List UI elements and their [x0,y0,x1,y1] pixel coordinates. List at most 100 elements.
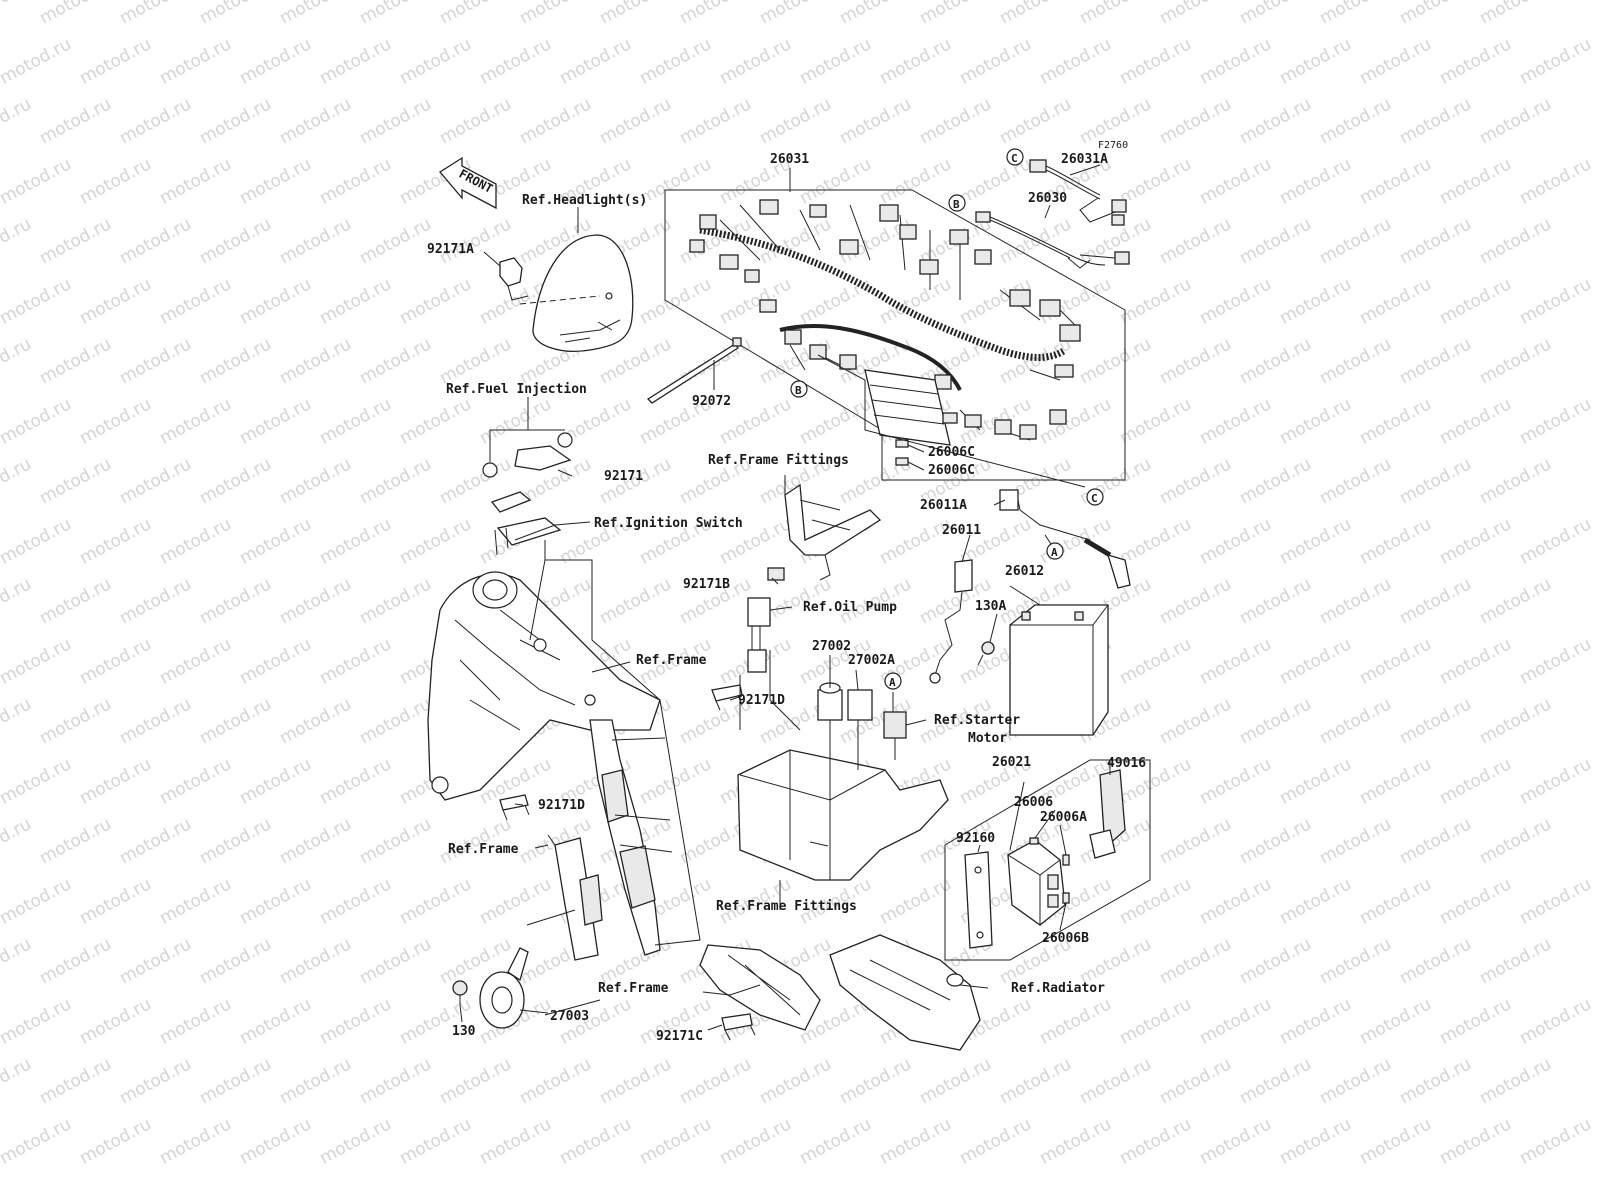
watermark-text: motod.ru [1196,154,1274,208]
watermark-text: motod.ru [516,0,594,28]
label-ref-frame-left: Ref.Frame [448,842,519,857]
watermark-text: motod.ru [1356,154,1434,208]
watermark-text: motod.ru [756,1054,834,1108]
watermark-text: motod.ru [0,754,75,808]
frame-left-lower [547,834,603,961]
watermark-text: motod.ru [0,334,35,388]
watermark-text: motod.ru [156,634,234,688]
callout-a-top: A [1046,542,1064,560]
watermark-text: motod.ru [276,934,354,988]
watermark-text: motod.ru [76,394,154,448]
watermark-text: motod.ru [1196,394,1274,448]
watermark-text: motod.ru [76,874,154,928]
watermark-text: motod.ru [356,814,434,868]
watermark-text: motod.ru [116,814,194,868]
watermark-text: motod.ru [1516,634,1594,688]
watermark-text: motod.ru [916,94,994,148]
watermark-text: motod.ru [1036,514,1114,568]
watermark-text: motod.ru [396,994,474,1048]
watermark-text: motod.ru [0,1054,35,1108]
watermark-text: motod.ru [196,574,274,628]
watermark-text: motod.ru [916,0,994,28]
watermark-text: motod.ru [1116,514,1194,568]
watermark-text: motod.ru [1396,574,1474,628]
watermark-text: motod.ru [356,94,434,148]
watermark-text: motod.ru [236,634,314,688]
watermark-text: motod.ru [356,334,434,388]
watermark-text: motod.ru [0,394,75,448]
watermark-text: motod.ru [596,0,674,28]
watermark-text: motod.ru [356,0,434,28]
label-92171C: 92171C [656,1029,703,1044]
watermark-text: motod.ru [1236,814,1314,868]
watermark-text: motod.ru [1036,394,1114,448]
watermark-text: motod.ru [116,214,194,268]
watermark-text: motod.ru [1516,874,1594,928]
watermark-text: motod.ru [1436,874,1514,928]
watermark-text: motod.ru [1156,334,1234,388]
watermark-text: motod.ru [196,94,274,148]
watermark-text: motod.ru [156,394,234,448]
watermark-text: motod.ru [1196,754,1274,808]
watermark-text: motod.ru [796,274,874,328]
relay-27002 [817,682,843,721]
watermark-text: motod.ru [356,694,434,748]
watermark-text: motod.ru [0,0,35,28]
watermark-text: motod.ru [0,154,75,208]
watermark-text: motod.ru [1236,94,1314,148]
leader-lines [459,164,1111,1031]
watermark-text: motod.ru [0,814,35,868]
watermark-text: motod.ru [836,94,914,148]
frame-upper [427,571,661,801]
relay-oil-pump [747,597,771,673]
watermark-text: motod.ru [316,274,394,328]
label-26006: 26006 [1014,795,1053,810]
watermark-text: motod.ru [0,694,35,748]
watermark-text: motod.ru [1036,994,1114,1048]
watermark-text: motod.ru [0,934,35,988]
watermark-text: motod.ru [316,154,394,208]
ecu-group-box [944,759,1151,961]
watermark-text: motod.ru [1396,334,1474,388]
watermark-text: motod.ru [1236,934,1314,988]
watermark-text: motod.ru [1516,274,1594,328]
watermark-text: motod.ru [1196,874,1274,928]
svg-text:B: B [953,198,960,211]
watermark-text: motod.ru [1436,274,1514,328]
figure-code: F2760 [1098,140,1128,151]
watermark-text: motod.ru [236,754,314,808]
watermark-text: motod.ru [276,454,354,508]
watermark-text: motod.ru [356,1054,434,1108]
watermark-text: motod.ru [396,1114,474,1168]
watermark-text: motod.ru [1396,1054,1474,1108]
watermark-text: motod.ru [636,274,714,328]
label-130: 130 [452,1024,476,1039]
watermark-text: motod.ru [236,994,314,1048]
watermark-text: motod.ru [476,1114,554,1168]
watermark-text: motod.ru [0,1114,75,1168]
watermark-text: motod.ru [316,514,394,568]
watermark-text: motod.ru [236,1114,314,1168]
labels: 26031 26031A 26030 Ref.Headlight(s) 9217… [427,152,1146,1044]
svg-text:C: C [1091,492,1098,505]
watermark-text: motod.ru [876,274,954,328]
watermark-text: motod.ru [1276,874,1354,928]
svg-text:C: C [1011,152,1018,165]
watermark-text: motod.ru [396,394,474,448]
watermark-text: motod.ru [1436,394,1514,448]
watermark-text: motod.ru [1356,514,1434,568]
watermark-text: motod.ru [196,454,274,508]
watermark-text: motod.ru [0,34,75,88]
label-92171B: 92171B [683,577,730,592]
watermark-text: motod.ru [316,634,394,688]
watermark-text: motod.ru [76,634,154,688]
watermark-text: motod.ru [396,274,474,328]
label-ref-starter-1: Ref.Starter [934,713,1020,728]
watermark-text: motod.ru [0,454,35,508]
watermark-text: motod.ru [1156,1054,1234,1108]
watermark-text: motod.ru [276,334,354,388]
watermark-text: motod.ru [1396,214,1474,268]
watermark-text: motod.ru [1316,934,1394,988]
watermark-text: motod.ru [476,394,554,448]
watermark-text: motod.ru [1356,754,1434,808]
